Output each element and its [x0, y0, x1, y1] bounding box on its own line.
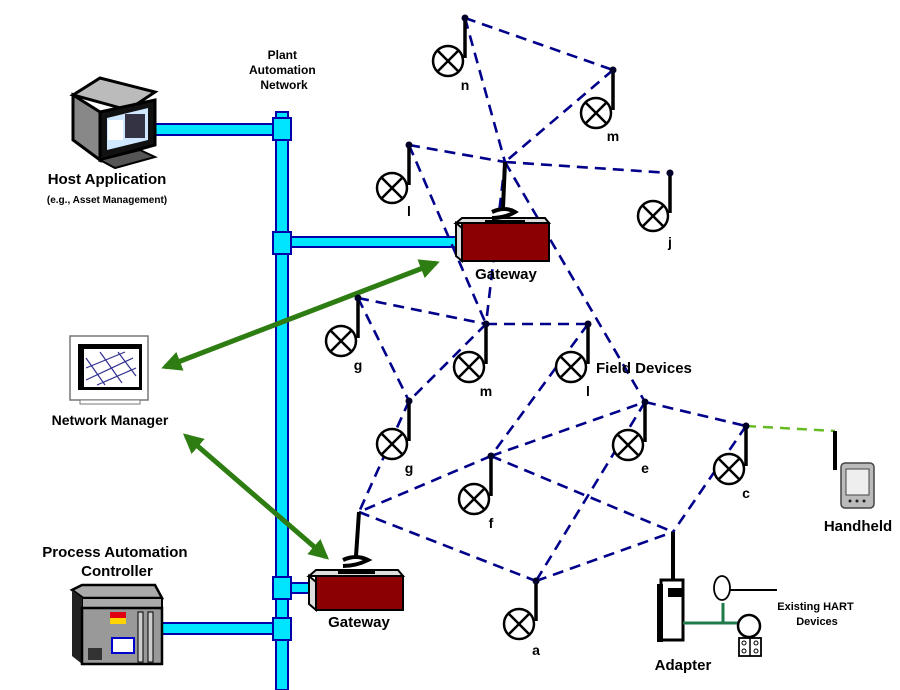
host-application-sublabel: (e.g., Asset Management): [47, 195, 167, 206]
network-manager-icon: [69, 335, 149, 405]
field-device-icon: [457, 482, 491, 516]
mesh-link: [407, 144, 488, 325]
field-device-icon: [579, 96, 613, 130]
node-point: [405, 397, 413, 405]
mesh-link: [358, 454, 492, 514]
mesh-link: [671, 425, 748, 533]
mesh-link: [504, 69, 614, 163]
mesh-link: [644, 400, 747, 428]
mesh-link: [464, 16, 614, 72]
node-point: [461, 14, 469, 22]
node-point: [666, 169, 674, 177]
mesh-link: [408, 143, 506, 164]
host-computer-icon: [69, 76, 159, 170]
field-device-label: m: [607, 128, 619, 144]
host-application-label: Host Application: [48, 171, 167, 188]
hart-devices-icon: [713, 575, 777, 657]
controller-icon: [69, 583, 165, 666]
field-device-f[interactable]: f: [457, 452, 495, 532]
gateway-top[interactable]: [453, 161, 552, 264]
field-device-icon: [636, 199, 670, 233]
node-point: [584, 320, 592, 328]
mesh-link: [490, 400, 646, 458]
field-device-a[interactable]: a: [502, 577, 540, 659]
manager-gateway-link-bottom: [182, 433, 330, 560]
mesh-link: [408, 323, 487, 402]
node-point: [532, 577, 540, 585]
handheld-icon[interactable]: [833, 431, 875, 509]
mesh-link: [535, 530, 674, 583]
field-device-icon: [502, 607, 536, 641]
gateway-bottom-label: Gateway: [328, 614, 390, 631]
field-device-icon: [431, 44, 465, 78]
field-device-l_mid[interactable]: l: [554, 320, 592, 400]
node-point: [405, 141, 413, 149]
field-device-icon: [324, 324, 358, 358]
field-device-j[interactable]: j: [636, 169, 674, 251]
field-device-g_mid[interactable]: g: [375, 397, 414, 477]
mesh-link: [357, 296, 487, 326]
field-device-m_mid[interactable]: m: [452, 320, 492, 400]
field-device-icon: [712, 452, 746, 486]
controller-label: Process Automation Controller: [42, 544, 191, 580]
plant-network-label: Plant Automation Network: [249, 48, 319, 92]
field-device-icon: [611, 428, 645, 462]
field-device-label: e: [641, 460, 649, 476]
mesh-link: [463, 17, 507, 163]
adapter-label: Adapter: [655, 657, 712, 674]
gateway-top-label: Gateway: [475, 266, 537, 283]
manager-gateway-link-top: [161, 259, 440, 371]
node-point: [641, 398, 649, 406]
gateway-bottom[interactable]: [306, 511, 406, 613]
field-device-n[interactable]: n: [431, 14, 470, 94]
pipe-tee: [272, 117, 292, 141]
field-device-icon: [452, 350, 486, 384]
field-device-label: n: [461, 77, 470, 93]
field-device-label: g: [354, 357, 363, 373]
node-point: [487, 452, 495, 460]
field-device-icon: [375, 427, 409, 461]
adapter-icon[interactable]: [657, 532, 742, 642]
mesh-link: [490, 454, 674, 534]
node-point: [354, 294, 362, 302]
field-device-g_top[interactable]: g: [324, 294, 363, 374]
node-point: [609, 66, 617, 74]
field-device-label: g: [405, 460, 414, 476]
handheld-link: [745, 424, 836, 433]
hart-devices-label: Existing HART Devices: [777, 601, 856, 628]
field-device-label: a: [532, 642, 540, 658]
mesh-link: [489, 323, 590, 457]
antenna-icon: [485, 161, 525, 224]
field-device-label: m: [480, 383, 492, 399]
field-device-icon: [375, 171, 409, 205]
mesh-links: [356, 16, 748, 583]
field-device-label: l: [407, 203, 411, 219]
node-point: [482, 320, 490, 328]
field-device-e[interactable]: e: [611, 398, 649, 477]
field-device-label: f: [489, 515, 494, 531]
handheld-label: Handheld: [824, 518, 892, 535]
field-device-c[interactable]: c: [712, 422, 750, 502]
pipe-tee: [272, 231, 292, 255]
field-device-label: j: [667, 234, 672, 250]
antenna-icon: [338, 511, 375, 574]
mesh-link: [503, 161, 647, 403]
field-device-m_top[interactable]: m: [579, 66, 619, 145]
field-device-label: c: [742, 485, 750, 501]
field-device-icon: [554, 350, 588, 384]
field-device-label: l: [586, 383, 590, 399]
pipe-tee: [272, 617, 292, 641]
field-devices-label: Field Devices: [596, 360, 692, 377]
mesh-link: [504, 160, 671, 175]
mesh-link: [356, 297, 411, 402]
node-point: [742, 422, 750, 430]
network-manager-label: Network Manager: [52, 412, 169, 428]
field-device-l_top[interactable]: l: [375, 141, 413, 220]
pipe-tee: [272, 576, 292, 600]
plant-automation-network: [154, 111, 459, 690]
mesh-link: [358, 510, 537, 583]
